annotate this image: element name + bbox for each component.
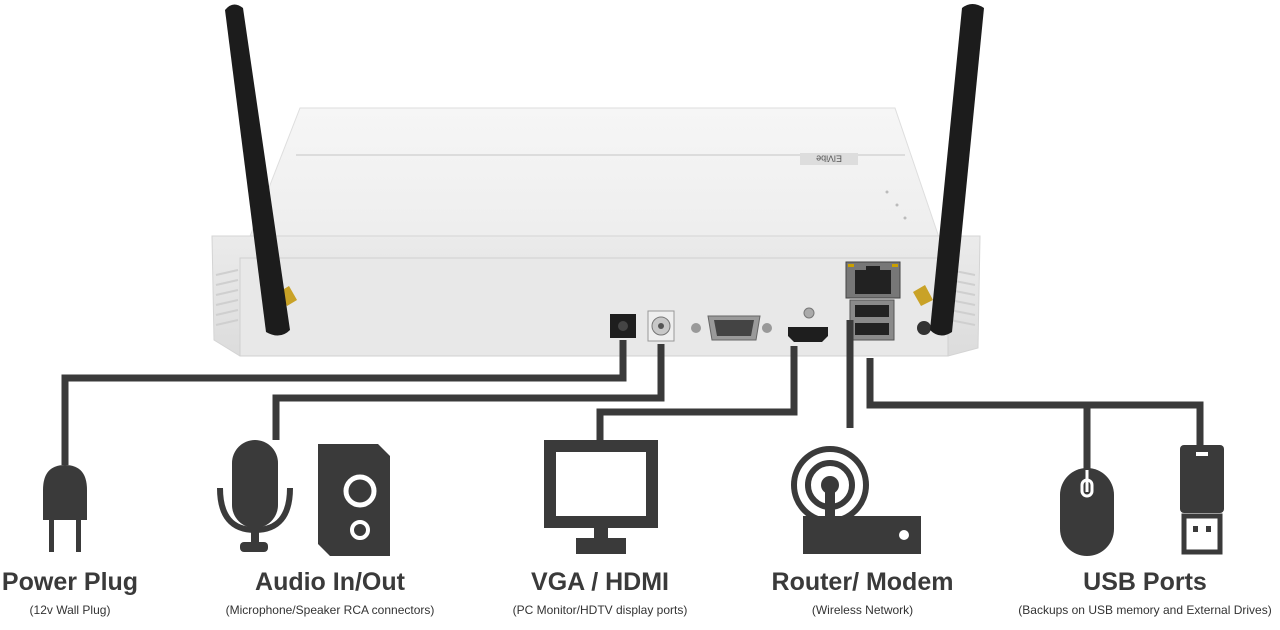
dc-power-jack [610,314,636,338]
vga-port [691,315,772,341]
brand-label: ElVibe [816,154,842,164]
caption-title: USB Ports [1083,568,1207,596]
caption-usb: USB Ports (Backups on USB memory and Ext… [1010,568,1280,617]
vent-left [215,269,239,326]
monitor-icon [544,440,658,554]
antenna-left [225,4,297,336]
caption-router: Router/ Modem (Wireless Network) [750,568,975,617]
caption-subtitle: (Microphone/Speaker RCA connectors) [225,603,435,617]
plug-icon [43,465,87,552]
caption-subtitle: (Wireless Network) [811,603,914,617]
usb-port-stack [849,299,895,341]
power-line [61,340,627,465]
status-led [895,203,899,207]
antenna-right [913,4,984,336]
caption-subtitle: (PC Monitor/HDTV display ports) [512,603,688,617]
caption-title: VGA / HDMI [531,568,669,596]
hdmi-port [788,307,828,342]
mouse-icon [1060,468,1114,556]
caption-subtitle: (Backups on USB memory and External Driv… [1018,603,1272,617]
router-icon [791,446,921,554]
caption-title: Power Plug [1,568,139,596]
reset-jack [917,321,931,335]
caption-audio: Audio In/Out (Microphone/Speaker RCA con… [185,568,475,617]
audio-line [272,344,665,440]
status-led [903,216,907,220]
nvr-device: ElVibe [211,4,984,357]
caption-power: Power Plug (12v Wall Plug) [0,568,150,617]
status-led [885,190,889,194]
usb-drive-icon [1180,445,1224,555]
ethernet-port [845,261,901,299]
caption-subtitle: (12v Wall Plug) [29,603,111,617]
connector-lines [61,320,1204,470]
usb-line [866,358,1204,445]
speaker-icon [318,444,390,556]
caption-title: Audio In/Out [255,568,405,596]
microphone-icon [217,440,293,552]
caption-video: VGA / HDMI (PC Monitor/HDTV display port… [495,568,705,617]
caption-title: Router/ Modem [771,568,954,596]
video-line [596,346,798,440]
rca-connector [647,310,675,342]
